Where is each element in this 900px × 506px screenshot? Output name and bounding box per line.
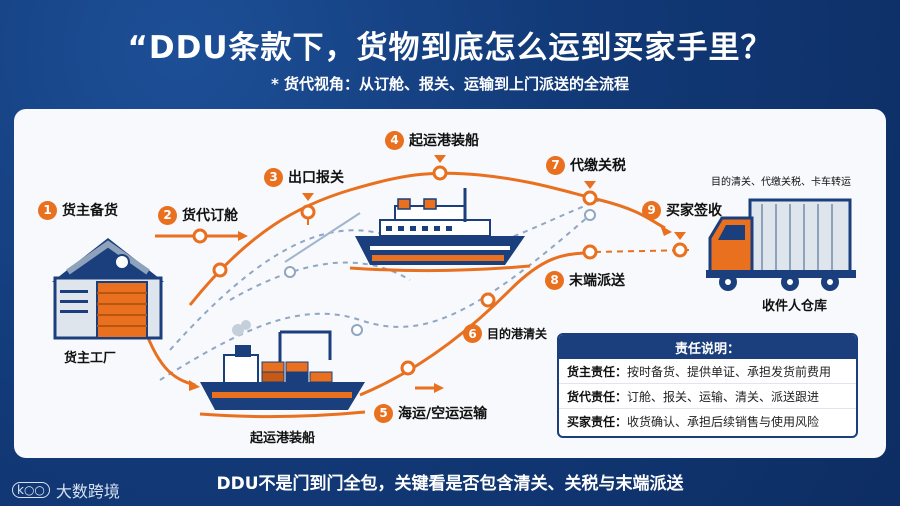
arrowhead — [434, 383, 444, 393]
watermark-text: 大数跨境 — [55, 482, 120, 501]
truck-note: 目的清关、代缴关税、卡车转运 — [711, 177, 851, 188]
node — [582, 190, 598, 206]
node — [212, 262, 228, 278]
markers — [302, 155, 686, 240]
responsibility-role: 货代责任： — [567, 389, 628, 404]
node — [284, 266, 296, 278]
arrowhead — [238, 231, 248, 241]
step-7: 7 代缴关税 — [546, 155, 626, 175]
step-label: 代缴关税 — [570, 158, 626, 174]
factory-caption: 货主工厂 — [64, 351, 117, 366]
dashed-route-3 — [229, 261, 411, 301]
step-4: 4 起运港装船 — [385, 130, 479, 150]
page-title: “DDU条款下，货物到底怎么运到买家手里？ — [127, 30, 773, 66]
step-number: 4 — [385, 130, 404, 150]
responsibility-text: 订舱、报关、运输、清关、派送跟进 — [627, 389, 820, 404]
step-8: 8 末端派送 — [545, 270, 625, 290]
step-2: 2 货代订舱 — [158, 205, 238, 225]
responsibility-role: 货主责任： — [567, 364, 628, 379]
step-6: 6 目的港清关 — [463, 324, 547, 343]
step-1: 1 货主备货 — [38, 200, 118, 220]
responsibility-text: 收货确认、承担后续销售与使用风险 — [627, 415, 820, 429]
step-number: 9 — [642, 200, 661, 220]
arrowhead — [660, 225, 672, 236]
step-number: 1 — [38, 200, 57, 220]
diagonal-line — [284, 212, 361, 263]
truck-icon — [706, 198, 856, 291]
node — [584, 209, 596, 221]
step-number: 7 — [546, 155, 565, 175]
node — [432, 165, 448, 181]
step-3: 3 出口报关 — [264, 167, 344, 187]
marker — [434, 155, 446, 163]
node — [582, 244, 598, 260]
responsibility-text: 按时备货、提供单证、承担发货前费用 — [627, 364, 832, 379]
node — [400, 360, 416, 376]
step-number: 5 — [374, 403, 393, 423]
flow-nodes-blue — [284, 209, 596, 336]
step-9: 9 买家签收 — [642, 200, 722, 220]
warehouse-caption: 收件人仓库 — [762, 299, 828, 314]
page-subtitle: * 货代视角：从订舱、报关、运输到上门派送的全流程 — [270, 75, 630, 93]
node — [480, 292, 496, 308]
marker — [674, 232, 686, 240]
ship-icon-bottom — [199, 320, 366, 419]
responsibility-box: 责任说明： 货主责任： 按时备货、提供单证、承担发货前费用 货代责任： 订舱、报… — [557, 333, 858, 438]
step-label: 末端派送 — [569, 273, 625, 289]
responsibility-row: 货主责任： 按时备货、提供单证、承担发货前费用 — [559, 359, 856, 384]
watermark-logo: k○○ — [12, 482, 50, 498]
port-ship-caption: 起运港装船 — [250, 431, 316, 446]
footer-tagline: DDU不是门到门全包，关键看是否包含清关、关税与末端派送 — [216, 474, 684, 494]
responsibility-row: 买家责任： 收货确认、承担后续销售与使用风险 — [559, 409, 856, 434]
node — [192, 228, 208, 244]
node — [672, 242, 688, 258]
factory-icon — [52, 238, 164, 340]
ship-icon-top — [349, 188, 531, 273]
step-label: 海运/空运运输 — [398, 406, 488, 422]
responsibility-row: 货代责任： 订舱、报关、运输、清关、派送跟进 — [559, 384, 856, 409]
arrowhead — [189, 380, 200, 391]
responsibility-role: 买家责任： — [567, 415, 628, 429]
step-number: 6 — [463, 324, 482, 343]
node — [300, 204, 316, 220]
marker — [302, 193, 314, 201]
step-label: 货代订舱 — [182, 208, 238, 224]
step-label: 出口报关 — [288, 170, 344, 186]
step-label: 买家签收 — [666, 203, 722, 219]
flow-nodes — [192, 165, 688, 376]
step-number: 3 — [264, 167, 283, 187]
step-5: 5 海运/空运运输 — [374, 403, 487, 423]
step-label: 起运港装船 — [409, 133, 479, 149]
step-label: 目的港清关 — [487, 327, 548, 341]
marker — [584, 181, 596, 189]
step-number: 8 — [545, 270, 564, 290]
step-label: 货主备货 — [62, 203, 118, 219]
node — [351, 324, 363, 336]
responsibility-title: 责任说明： — [559, 335, 856, 359]
watermark: k○○ 大数跨境 — [12, 478, 120, 502]
step-number: 2 — [158, 205, 177, 225]
flow-curve-main — [188, 171, 666, 306]
